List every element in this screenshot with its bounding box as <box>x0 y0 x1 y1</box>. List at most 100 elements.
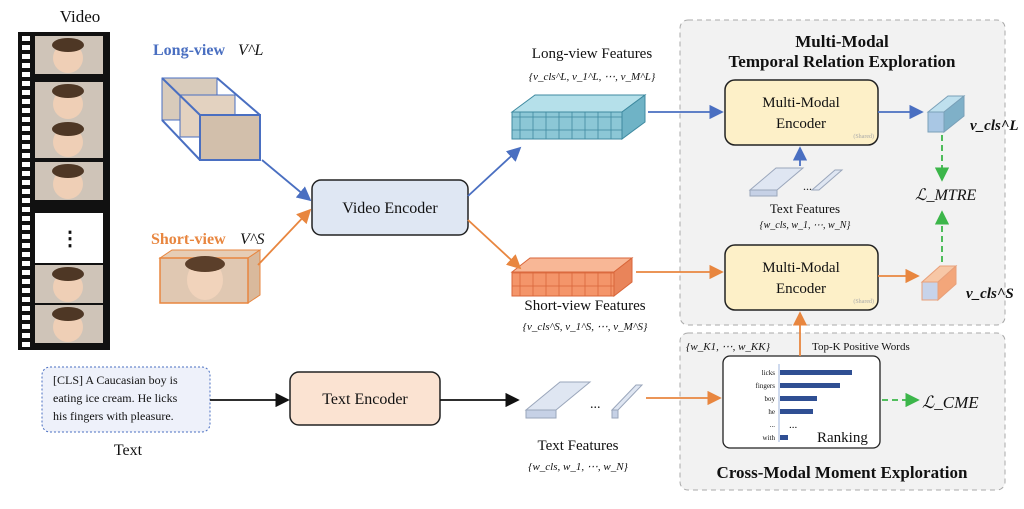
caption-line-1: [CLS] A Caucasian boy is <box>53 373 178 387</box>
ranking-word: he <box>768 408 775 416</box>
ranking-bar <box>780 435 788 440</box>
mm-encoder-line1: Multi-Modal <box>762 95 840 111</box>
film-hole <box>22 153 30 158</box>
shared-tag: (Shared) <box>853 298 874 305</box>
film-hole <box>22 315 30 320</box>
mm-encoder-line2: Encoder <box>776 116 826 132</box>
film-hole <box>22 180 30 185</box>
caption-line-2: eating ice cream. He licks <box>53 391 178 405</box>
film-hole <box>22 279 30 284</box>
film-hole <box>22 234 30 239</box>
short-features-block <box>510 256 634 298</box>
film-hole <box>22 297 30 302</box>
mtre-text-features-label: Text Features <box>770 201 840 216</box>
film-hole <box>22 90 30 95</box>
long-features-formula: {v_cls^L, v_1^L, ⋯, v_M^L} <box>529 71 656 83</box>
ranking-label: Ranking <box>817 430 868 446</box>
loss-mtre: ℒ_MTRE <box>915 187 977 204</box>
film-hole <box>22 342 30 347</box>
arrow-short-to-encoder <box>257 208 312 266</box>
film-hole <box>22 324 30 329</box>
film-hole <box>22 261 30 266</box>
text-encoder-label: Text Encoder <box>322 391 408 408</box>
short-features-label: Short-view Features <box>524 298 645 314</box>
v-cls-short-label: v_cls^S <box>966 286 1014 302</box>
film-hole <box>22 333 30 338</box>
arrow-encoder-to-short-features <box>467 219 522 270</box>
text-encoder: Text Encoder <box>289 371 441 426</box>
ranking-word: boy <box>765 395 776 403</box>
short-view-clip <box>158 249 262 304</box>
ranking-word: ... <box>770 421 776 429</box>
ranking-word: licks <box>762 369 775 377</box>
text-input-box: [CLS] A Caucasian boy is eating ice crea… <box>41 366 211 433</box>
short-view-symbol: V^S <box>240 231 265 248</box>
video-frame <box>35 162 103 200</box>
video-frame <box>35 36 103 74</box>
video-frame <box>35 265 103 303</box>
shared-tag: (Shared) <box>853 133 874 140</box>
film-hole <box>22 198 30 203</box>
cme-title: Cross-Modal Moment Exploration <box>717 463 968 482</box>
film-hole <box>22 45 30 50</box>
video-ellipsis: ⋮ <box>60 228 80 250</box>
long-view-clip <box>161 77 261 161</box>
mtre-title-line1: Multi-Modal <box>795 32 889 51</box>
long-view-label: Long-view <box>153 42 225 59</box>
ranking-bar <box>780 370 852 375</box>
film-hole <box>22 135 30 140</box>
mtre-text-features-dots: ... <box>803 179 812 193</box>
caption-line-3: his fingers with pleasure. <box>53 409 174 423</box>
arrow-long-to-encoder <box>261 159 312 202</box>
video-label: Video <box>60 7 101 26</box>
video-frame <box>35 120 103 158</box>
video-frame <box>35 305 103 343</box>
film-hole <box>22 306 30 311</box>
film-hole <box>22 36 30 41</box>
text-features-dots: ... <box>590 397 601 412</box>
film-hole <box>22 99 30 104</box>
mtre-text-features-formula: {w_cls, w_1, ⋯, w_N} <box>760 220 851 231</box>
film-hole <box>22 171 30 176</box>
film-hole <box>22 144 30 149</box>
video-encoder: Video Encoder <box>311 179 469 236</box>
long-view-symbol: V^L <box>238 42 264 59</box>
mm-encoder-line1: Multi-Modal <box>762 260 840 276</box>
v-cls-short-cube <box>920 264 958 302</box>
long-features-label: Long-view Features <box>532 46 653 62</box>
multimodal-encoder-short: Multi-Modal Encoder (Shared) <box>724 244 879 311</box>
film-hole <box>22 126 30 131</box>
film-hole <box>22 270 30 275</box>
arrows <box>210 104 950 408</box>
v-cls-long-label: v_cls^L <box>970 118 1019 134</box>
film-hole <box>22 72 30 77</box>
film-hole <box>22 81 30 86</box>
film-hole <box>22 189 30 194</box>
film-hole <box>22 108 30 113</box>
long-features-block <box>510 94 647 140</box>
film-hole <box>22 288 30 293</box>
ranking-word: with <box>763 434 776 442</box>
ranking-bar <box>780 396 817 401</box>
text-label: Text <box>114 442 143 459</box>
film-hole <box>22 117 30 122</box>
short-features-formula: {v_cls^S, v_1^S, ⋯, v_M^S} <box>523 321 648 333</box>
loss-cme: ℒ_CME <box>922 393 979 412</box>
ranking-bar <box>780 383 840 388</box>
text-features-block: ... <box>524 381 644 419</box>
arrow-encoder-to-long-features <box>467 146 522 197</box>
text-features-label: Text Features <box>537 438 618 454</box>
film-hole <box>22 63 30 68</box>
video-film-strip: ⋮ <box>18 32 110 350</box>
film-hole <box>22 243 30 248</box>
film-hole <box>22 225 30 230</box>
v-cls-long-cube <box>926 94 966 134</box>
film-hole <box>22 162 30 167</box>
mtre-title-line2: Temporal Relation Exploration <box>729 52 957 71</box>
film-hole <box>22 216 30 221</box>
film-hole <box>22 252 30 257</box>
short-view-label: Short-view <box>151 231 226 248</box>
ranking-bar <box>780 409 813 414</box>
